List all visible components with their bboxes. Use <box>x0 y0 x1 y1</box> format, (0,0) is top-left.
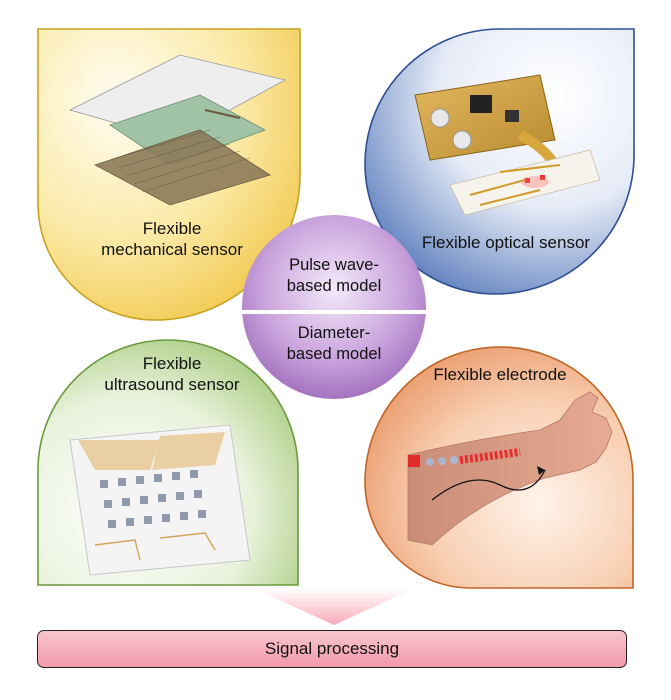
center-circle <box>242 215 426 399</box>
mechanical-label: Flexible mechanical sensor <box>72 218 272 260</box>
electrode-label: Flexible electrode <box>433 365 567 384</box>
ultrasound-sensor-illustration <box>69 424 251 576</box>
pulse-wave-model-label: Pulse wave- based model <box>259 255 409 297</box>
signal-processing-bar: Signal processing <box>37 630 627 668</box>
mechanical-label-line1: Flexible <box>142 219 202 238</box>
optical-label: Flexible optical sensor <box>421 233 591 252</box>
ultrasound-label: Flexible ultrasound sensor <box>72 353 272 395</box>
diameter-model-label: Diameter- based model <box>259 323 409 365</box>
optical-sensor-illustration <box>414 74 601 216</box>
funnel-arrow <box>255 589 413 625</box>
electrode-illustration <box>407 391 613 546</box>
diameter-line1: Diameter- <box>297 324 371 342</box>
mechanical-label-line2: mechanical sensor <box>101 240 243 259</box>
mechanical-sensor-illustration <box>68 54 287 206</box>
diameter-line2: based model <box>286 345 382 363</box>
pulse-wave-line2: based model <box>286 277 382 295</box>
ultrasound-label-line2: ultrasound sensor <box>104 375 240 394</box>
ultrasound-label-line1: Flexible <box>142 354 202 373</box>
pulse-wave-line1: Pulse wave- <box>289 256 379 274</box>
signal-processing-label: Signal processing <box>264 639 400 658</box>
